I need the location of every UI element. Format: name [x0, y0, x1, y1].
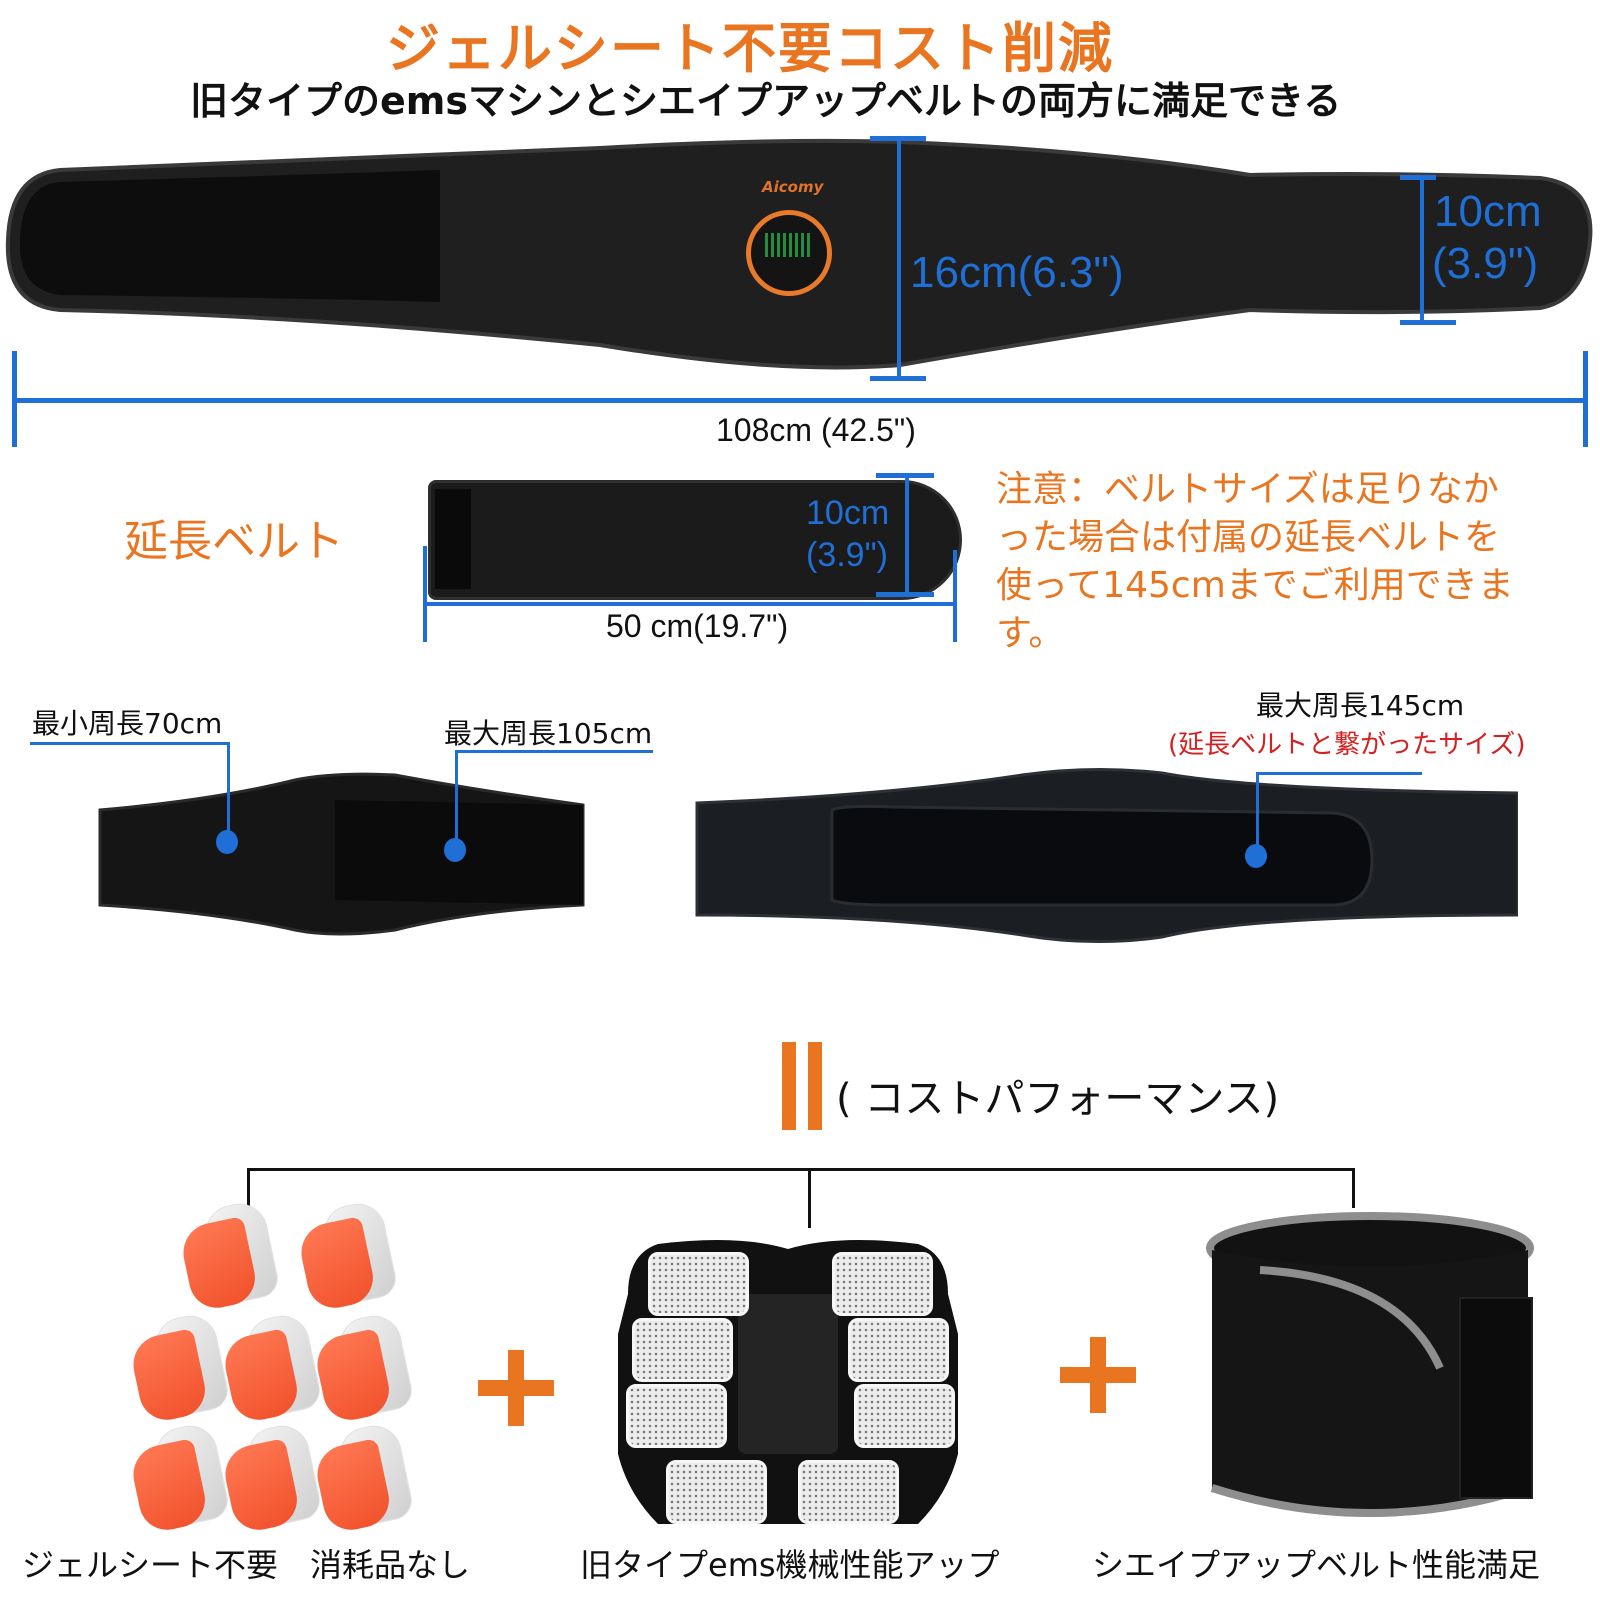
leader-line-min-vert	[227, 742, 230, 837]
leader-line-extended-vert	[1256, 772, 1259, 852]
ext-height-cap-bottom	[876, 592, 934, 597]
leader-line-max-vert	[455, 750, 458, 842]
length-dimension-label: 108cm (42.5")	[716, 412, 916, 448]
note-line: った場合は付属の延長ベルトを	[996, 517, 1501, 558]
gel-pad-icon	[120, 1198, 440, 1535]
end-height-cm: 10cm	[1434, 187, 1542, 236]
ext-height-in: (3.9")	[806, 536, 888, 574]
controller-dial-icon	[746, 210, 832, 296]
bracket-right-drop	[1352, 1168, 1355, 1208]
belt-extended-icon	[695, 767, 1518, 944]
waist-belt-label: シエイプアップベルト性能満足	[1092, 1546, 1541, 1584]
gel-pad-label: ジェルシート不要 消耗品なし	[22, 1546, 471, 1584]
max-point-dot	[444, 838, 466, 862]
max-circumference-label: 最大周長105cm	[444, 717, 653, 750]
extended-point-dot	[1245, 844, 1267, 868]
height-dimension-line	[897, 138, 901, 378]
min-point-dot	[216, 830, 238, 854]
plus-icon	[1060, 1337, 1136, 1413]
size-note: 注意：ベルトサイズは足りなか った場合は付属の延長ベルトを 使って145cmまで…	[996, 466, 1514, 658]
min-circumference-label: 最小周長70cm	[32, 707, 223, 740]
plus-icon	[478, 1350, 554, 1426]
brand-logo: Aicomy	[762, 178, 824, 196]
ext-height-line	[905, 476, 909, 594]
height-dimension-cap-bottom	[870, 376, 926, 381]
ext-length-cap-right	[953, 550, 957, 642]
ext-length-cap-left	[423, 546, 427, 642]
ems-device-icon	[618, 1234, 958, 1534]
note-line: 注意：ベルトサイズは足りなか	[996, 469, 1499, 510]
ext-height-cap-top	[876, 473, 934, 478]
end-height-in: (3.9")	[1432, 239, 1539, 288]
belt-closed-icon	[98, 772, 585, 936]
height-dimension-label: 16cm(6.3")	[910, 248, 1124, 297]
extended-note: (延長ベルトと繋がったサイズ)	[1168, 730, 1526, 760]
ext-length-line	[425, 602, 955, 606]
equals-bar-left	[782, 1042, 796, 1130]
page-subtitle: 旧タイプのemsマシンとシエイプアップベルトの両方に満足できる	[190, 79, 1342, 123]
leader-line-extended	[1256, 772, 1422, 775]
equals-bar-right	[808, 1042, 822, 1130]
bracket-center-drop	[808, 1168, 811, 1228]
waist-belt-icon	[1200, 1208, 1540, 1528]
ems-device-label: 旧タイプems機械性能アップ	[580, 1546, 1000, 1584]
extension-belt-title: 延長ベルト	[124, 516, 344, 567]
ext-height-cm: 10cm	[806, 494, 890, 532]
end-height-cap-bottom	[1400, 320, 1456, 325]
end-height-dimension-line	[1420, 178, 1424, 322]
bracket-horizontal	[247, 1168, 1355, 1171]
length-dimension-line	[14, 398, 1586, 403]
leader-line-max	[455, 750, 653, 753]
end-height-cap-top	[1400, 175, 1436, 180]
note-line: 使って145cmまでご利用できま	[996, 565, 1514, 606]
extension-belt-icon	[428, 480, 962, 600]
note-line: す。	[996, 613, 1065, 654]
extended-circumference-label: 最大周長145cm	[1256, 689, 1465, 722]
height-dimension-cap-top	[870, 136, 926, 141]
page-title: ジェルシート不要コスト削減	[386, 17, 1114, 80]
leader-line-min	[30, 742, 230, 745]
ext-length-label: 50 cm(19.7")	[606, 608, 789, 644]
cost-performance-label: ( コストパフォーマンス)	[836, 1076, 1280, 1122]
